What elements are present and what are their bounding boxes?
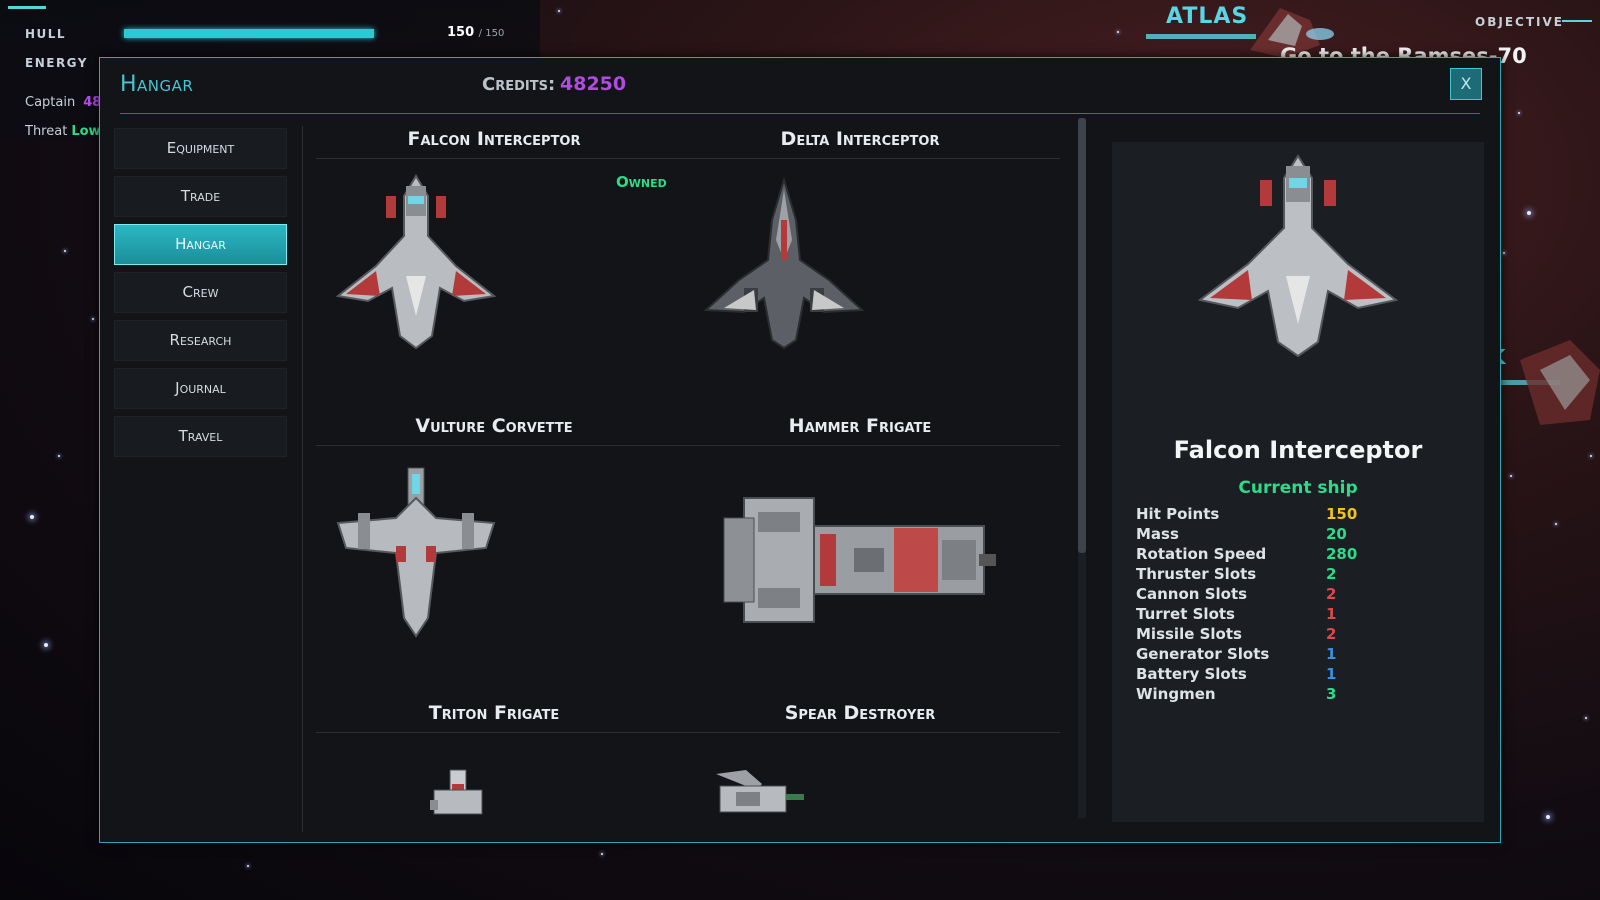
stat-row: Thruster Slots 2: [1136, 565, 1466, 585]
ship-list-scrollbar[interactable]: [1078, 118, 1086, 553]
stat-value: 2: [1326, 625, 1337, 643]
ship-name: Spear Destroyer: [784, 702, 936, 724]
stat-label: Rotation Speed: [1136, 545, 1267, 563]
hull-current: 150: [447, 25, 475, 40]
falcon-interceptor-icon: [335, 174, 497, 350]
selected-ship-status: Current ship: [1238, 478, 1358, 498]
captain-value: 48: [83, 95, 102, 110]
ship-divider: [316, 158, 696, 159]
stat-value: 1: [1326, 645, 1337, 663]
objective-line: [1562, 20, 1592, 22]
captain-row: Captain 48: [25, 95, 101, 110]
stat-value: 20: [1326, 525, 1347, 543]
stat-row: Generator Slots 1: [1136, 645, 1466, 665]
nav-research[interactable]: Research: [114, 320, 287, 361]
stat-label: Generator Slots: [1136, 645, 1270, 663]
vulture-corvette-icon: [336, 467, 496, 638]
stat-row: Rotation Speed 280: [1136, 545, 1466, 565]
ship-name: Falcon Interceptor: [407, 128, 581, 150]
hull-bar: [124, 29, 374, 38]
credits-label: Credits:: [482, 74, 556, 95]
selected-ship-icon: [1197, 154, 1399, 358]
stat-label: Mass: [1136, 525, 1179, 543]
target-name: ATLAS: [1166, 4, 1249, 29]
selected-ship-name: Falcon Interceptor: [1173, 436, 1423, 464]
stat-row: Missile Slots 2: [1136, 625, 1466, 645]
hud-accent-line: [8, 6, 46, 9]
ship-divider: [680, 445, 1060, 446]
hull-label: HULL: [25, 27, 67, 41]
ship-divider: [680, 158, 1060, 159]
ship-divider: [316, 732, 696, 733]
triton-frigate-icon: [430, 769, 483, 815]
delta-interceptor-icon: [703, 176, 865, 350]
stat-row: Cannon Slots 2: [1136, 585, 1466, 605]
stat-label: Missile Slots: [1136, 625, 1242, 643]
hangar-window: Hangar Credits: 48250 X Equipment Trade …: [99, 57, 1501, 843]
spear-destroyer-icon: [716, 770, 804, 813]
stat-value: 2: [1326, 585, 1337, 603]
stat-value: 1: [1326, 605, 1337, 623]
ship-name: Delta Interceptor: [780, 128, 940, 150]
side-enemy-ship-icon: [1520, 340, 1600, 425]
nav-equipment[interactable]: Equipment: [114, 128, 287, 169]
stat-label: Hit Points: [1136, 505, 1220, 523]
nav-journal[interactable]: Journal: [114, 368, 287, 409]
ship-details-panel: Falcon Interceptor Current ship Hit Poin…: [1112, 142, 1484, 822]
stat-label: Turret Slots: [1136, 605, 1235, 623]
ship-name: Triton Frigate: [428, 702, 560, 724]
stat-row: Wingmen 3: [1136, 685, 1466, 705]
side-target-health-bar: [1450, 380, 1560, 385]
stat-label: Wingmen: [1136, 685, 1216, 703]
stat-value: 2: [1326, 565, 1337, 583]
stat-row: Hit Points 150: [1136, 505, 1466, 525]
stat-label: Thruster Slots: [1136, 565, 1257, 583]
stat-row: Turret Slots 1: [1136, 605, 1466, 625]
hull-max: / 150: [478, 28, 505, 39]
stat-label: Battery Slots: [1136, 665, 1247, 683]
hammer-frigate-icon: [723, 497, 996, 623]
nav-trade[interactable]: Trade: [114, 176, 287, 217]
threat-label: Threat: [25, 124, 68, 139]
owned-badge: Owned: [616, 173, 667, 191]
energy-label: ENERGY: [25, 56, 88, 70]
window-title: Hangar: [120, 72, 194, 97]
nav-hangar[interactable]: Hangar: [114, 224, 287, 265]
stat-row: Mass 20: [1136, 525, 1466, 545]
objective-label: OBJECTIVE: [1475, 15, 1564, 29]
stat-value: 150: [1326, 505, 1358, 523]
captain-label: Captain: [25, 95, 76, 110]
ship-divider: [316, 445, 696, 446]
ship-divider: [680, 732, 1060, 733]
title-divider: [120, 113, 1480, 114]
stat-value: 1: [1326, 665, 1337, 683]
stat-value: 3: [1326, 685, 1337, 703]
ship-name: Vulture Corvette: [415, 415, 573, 437]
stat-value: 280: [1326, 545, 1358, 563]
stat-label: Cannon Slots: [1136, 585, 1248, 603]
enemy-ship-icon: [1250, 8, 1334, 58]
nav-travel[interactable]: Travel: [114, 416, 287, 457]
nav-crew[interactable]: Crew: [114, 272, 287, 313]
ship-name: Hammer Frigate: [788, 415, 932, 437]
target-health-bar: [1146, 34, 1256, 39]
nav-divider: [302, 126, 303, 832]
hull-value: 150 / 150: [447, 25, 504, 40]
stat-row: Battery Slots 1: [1136, 665, 1466, 685]
threat-value: Low: [71, 124, 101, 139]
credits-value: 48250: [560, 73, 627, 95]
close-button[interactable]: X: [1450, 68, 1482, 100]
